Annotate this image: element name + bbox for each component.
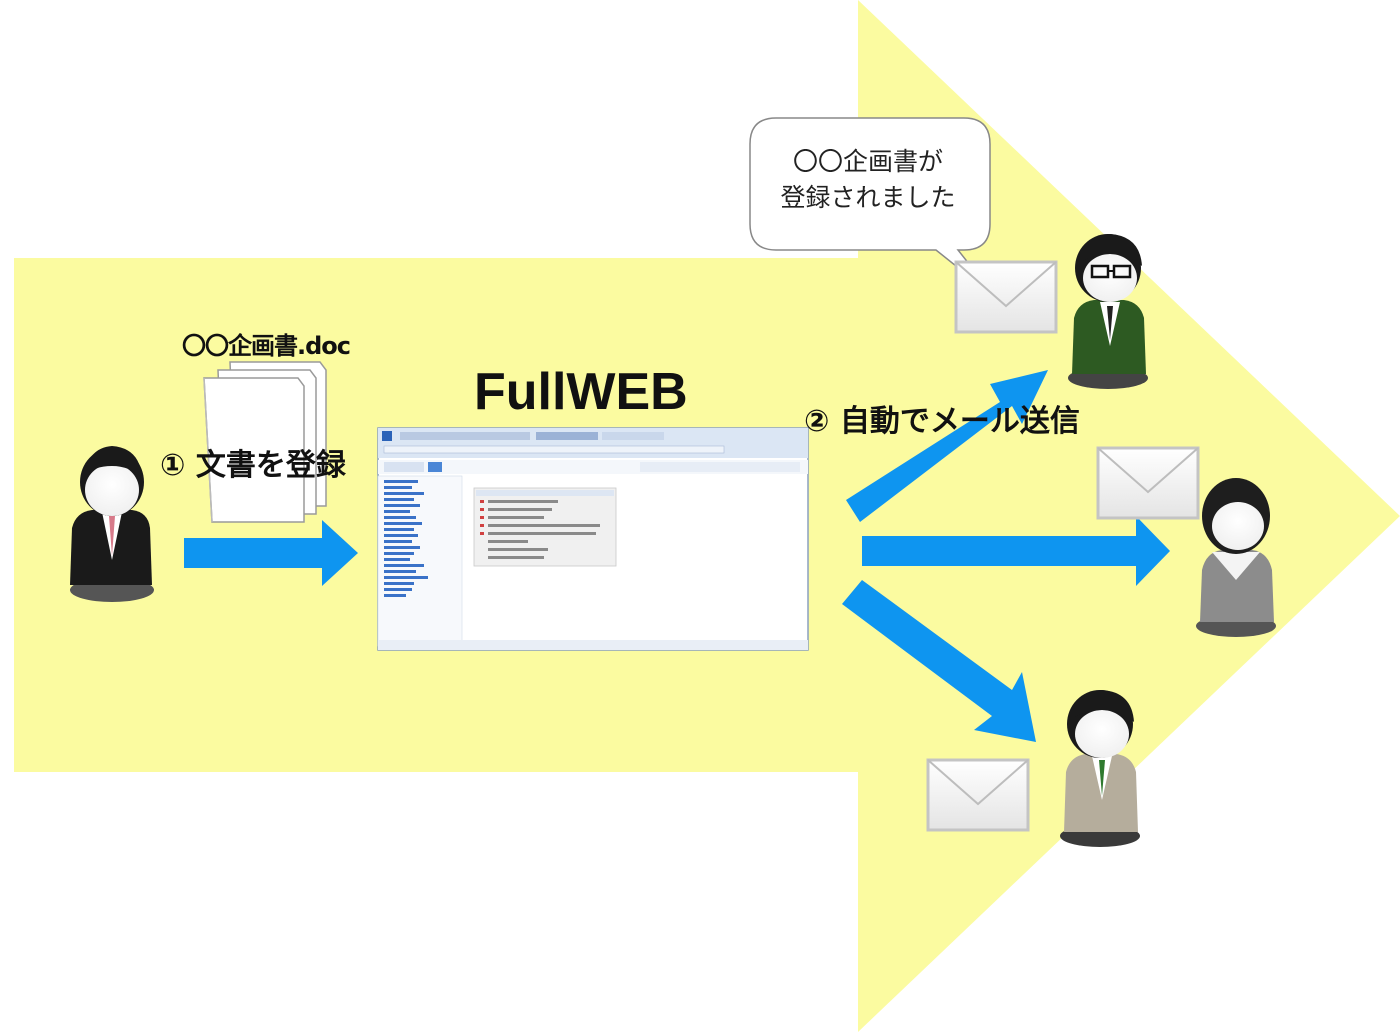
envelope-icon xyxy=(1096,446,1200,520)
envelope-icon xyxy=(926,758,1030,832)
flow-arrow-to-recipient-3 xyxy=(842,580,1036,742)
flow-arrow-register xyxy=(184,520,358,586)
flow-arrow-to-recipient-2 xyxy=(862,516,1170,586)
document-filename-label: 〇〇企画書.doc xyxy=(182,332,351,360)
person-glasses-green-suit-icon xyxy=(1068,234,1148,389)
person-woman-grey-vest-icon xyxy=(1196,478,1276,637)
envelope-icon xyxy=(954,260,1058,334)
person-beige-suit-icon xyxy=(1060,690,1140,847)
bubble-line-2: 登録されました xyxy=(780,183,956,212)
person-businessman-icon xyxy=(70,446,154,602)
bubble-line-1: 〇〇企画書が xyxy=(792,147,943,176)
step2-mail-label: ② 自動でメール送信 xyxy=(804,404,1080,439)
step1-register-label: ① 文書を登録 xyxy=(160,448,346,483)
flow-arrow-to-recipient-1 xyxy=(846,370,1048,522)
speech-bubble-text: 〇〇企画書が 登録されました xyxy=(752,144,984,216)
app-title-label: FullWEB xyxy=(474,363,688,421)
document-stack-icon xyxy=(203,361,327,523)
fullweb-screenshot xyxy=(377,427,809,651)
